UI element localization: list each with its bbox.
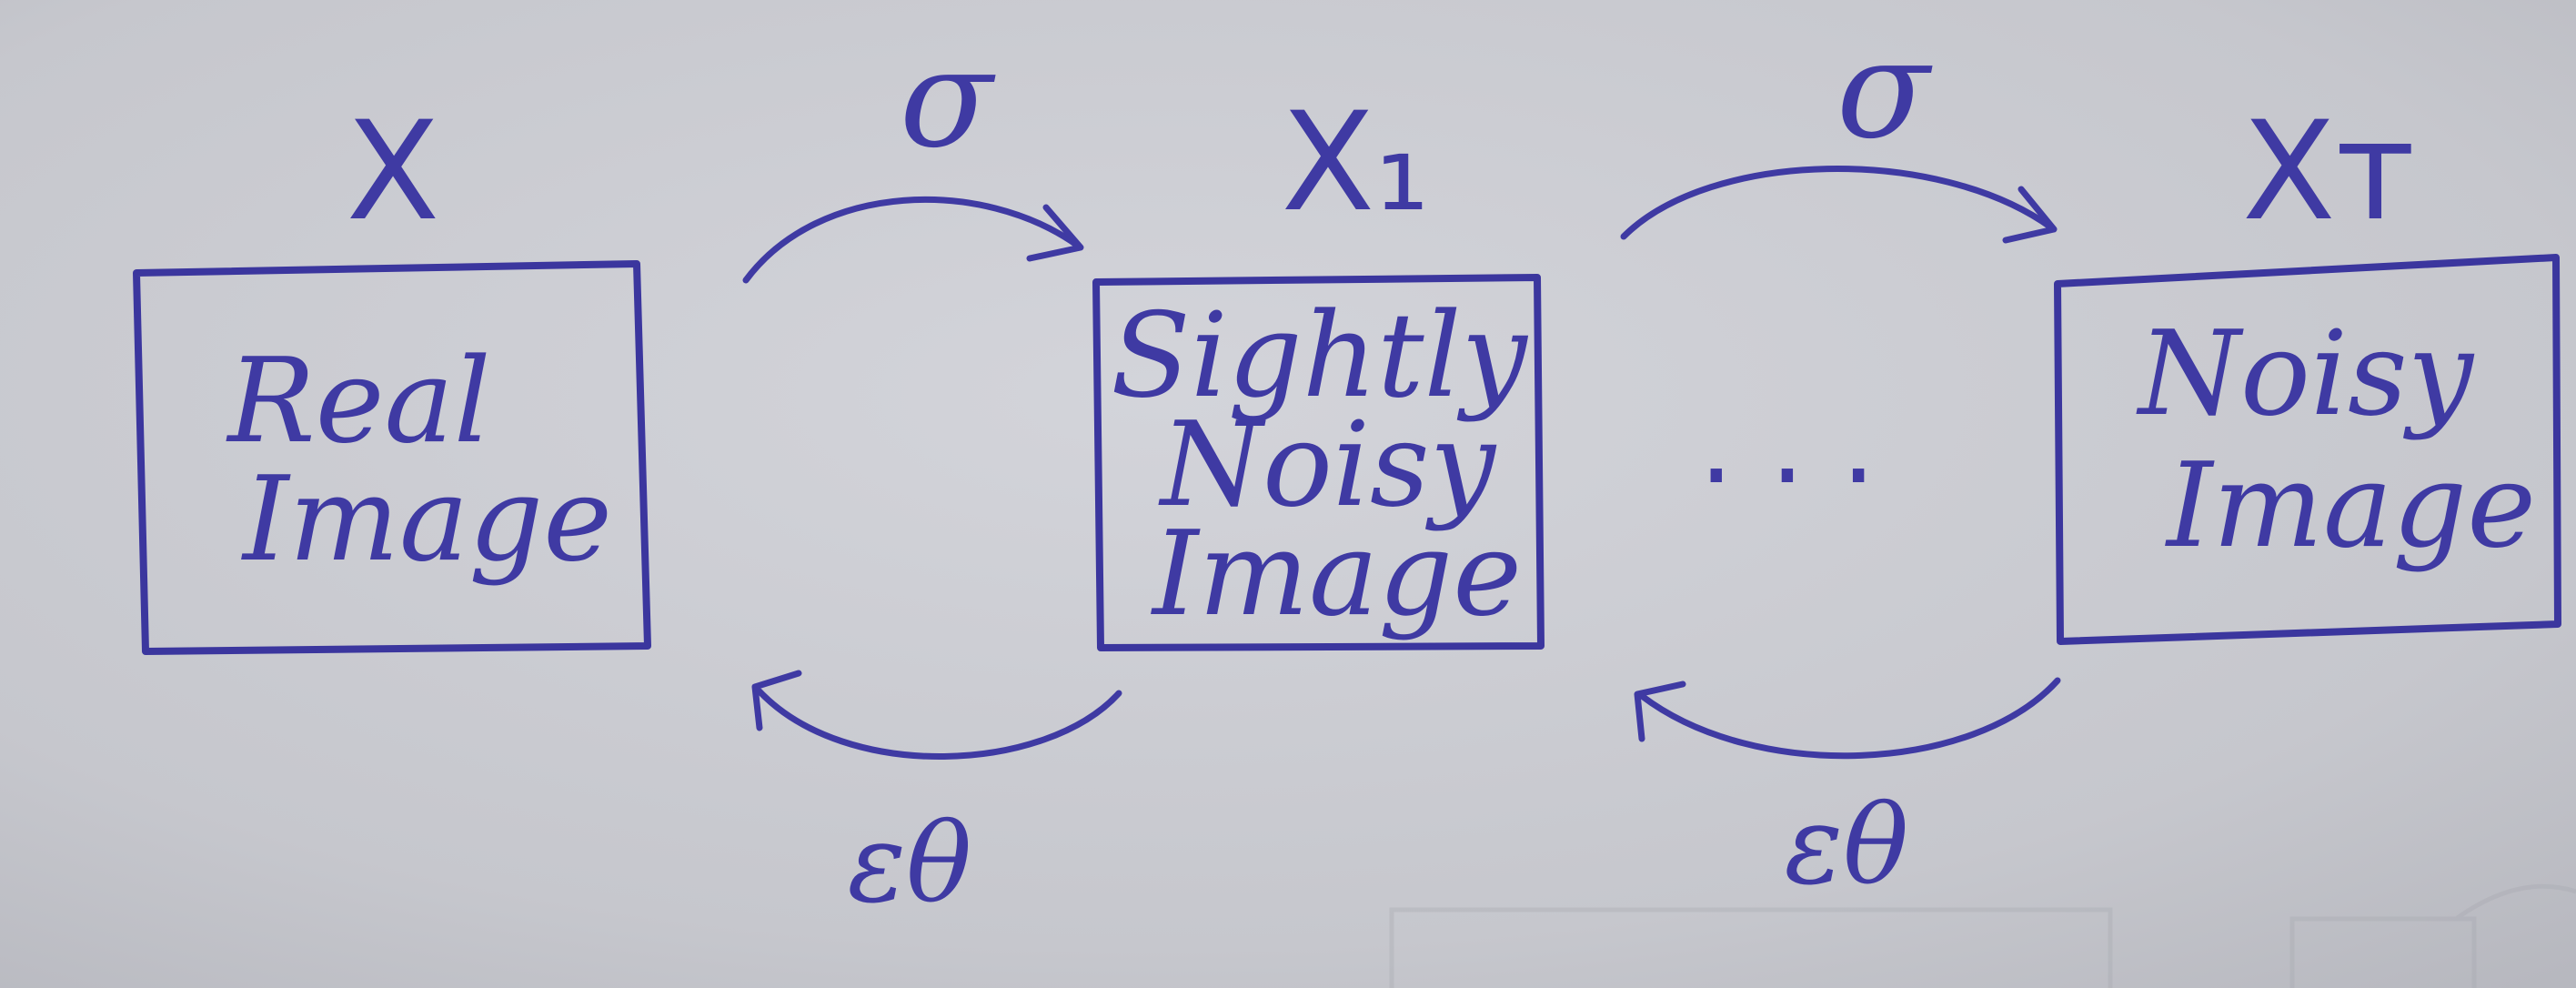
forward-arrow-2: [1620, 166, 2058, 244]
ellipsis: ...: [1699, 382, 1912, 509]
reverse-label: εθ: [848, 801, 972, 927]
node-label-line: Noisy: [1158, 398, 1497, 533]
forward-arrow-1: [742, 196, 1084, 284]
forward-label: σ: [1836, 11, 1933, 169]
reverse-arrow-2: [1634, 677, 2061, 760]
node-var-label: X₁: [1282, 84, 1430, 242]
node-label-line: Sightly: [1111, 288, 1528, 424]
node-label-line: Image: [1151, 507, 1522, 642]
node-noisy-image: Xᴛ Noisy Image: [2054, 93, 2561, 645]
node-label-line: Real: [226, 334, 490, 469]
reverse-arrow-1: [751, 670, 1122, 760]
node-real-image: X Real Image: [133, 93, 651, 655]
node-box: [133, 260, 651, 655]
node-label-line: Image: [2165, 439, 2536, 574]
forward-label: σ: [900, 20, 996, 178]
node-box: [2054, 254, 2561, 645]
node-label-line: Image: [241, 452, 612, 588]
node-var-label: X: [347, 93, 440, 251]
reverse-label: εθ: [1785, 782, 1909, 909]
node-box: [1092, 274, 1545, 651]
node-slightly-noisy-image: X₁ Sightly Noisy Image: [1092, 84, 1545, 651]
node-var-label: Xᴛ: [2242, 93, 2415, 251]
node-label-line: Noisy: [2136, 307, 2475, 442]
bleed-through-marks: [1389, 883, 2576, 988]
